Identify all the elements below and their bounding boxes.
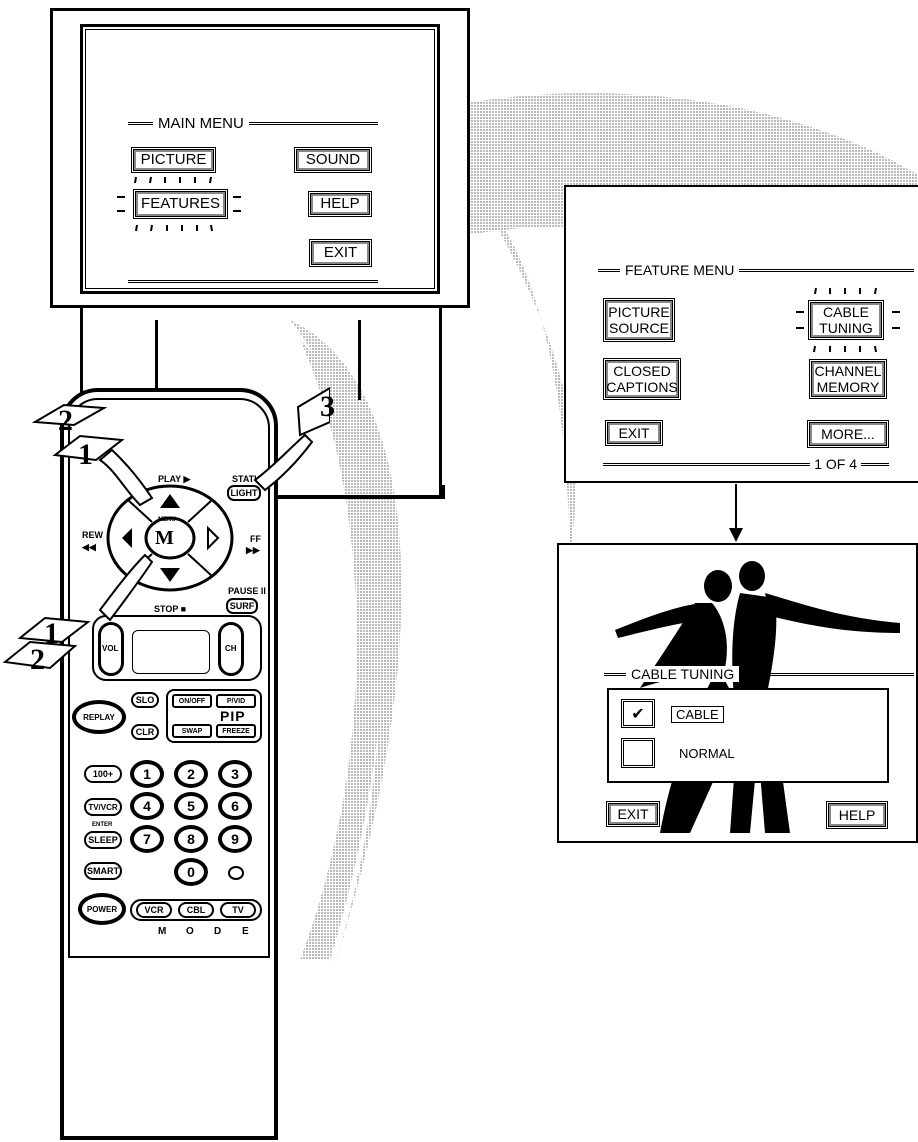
main-menu-bottom-rule [128,280,378,283]
digit-6-button[interactable]: 6 [218,792,252,820]
menu-small-label: MENU [158,517,176,523]
step-2-bottom: 2 [30,643,45,676]
pause-label: PAUSE ll [228,586,266,596]
pvid-button[interactable]: P/VID [216,694,256,708]
swap-button[interactable]: SWAP [172,724,212,738]
status-label: STATUS [232,474,267,484]
light-button[interactable]: LIGHT [227,485,261,501]
pip-label: PIP [220,708,246,724]
cable-checkbox[interactable]: ✔ [621,699,655,728]
step-1-top: 1 [78,438,93,471]
digit-0-button[interactable]: 0 [174,858,208,886]
mode-letter-d: D [214,926,222,937]
digit-3-button[interactable]: 3 [218,760,252,788]
normal-option-label: NORMAL [679,746,735,761]
slo-button[interactable]: SLO [131,692,159,708]
remote-inner-panel [68,398,270,958]
mode-button-group [130,899,262,921]
step-1-bottom: 1 [44,617,59,650]
surf-button[interactable]: SURF [226,598,258,614]
ff-arrows: ▶▶ [246,545,260,555]
hundred-plus-button[interactable]: 100+ [84,765,122,783]
digit-7-button[interactable]: 7 [130,825,164,853]
arrow-down-icon [729,484,743,542]
vcr-mode-button[interactable]: VCR [136,902,172,918]
digit-2-button[interactable]: 2 [174,760,208,788]
small-round-button[interactable] [228,866,244,880]
feature-exit-button[interactable]: EXIT [605,420,663,446]
digit-4-button[interactable]: 4 [130,792,164,820]
rew-arrows: ◀◀ [82,542,96,552]
cbl-mode-button[interactable]: CBL [178,902,214,918]
tv-stand-pillar-left [155,320,361,400]
cable-option-label: CABLE [671,706,724,723]
sleep-button[interactable]: SLEEP [84,831,122,849]
step-3: 3 [320,390,335,423]
ff-label: FF [250,534,261,544]
exit-button[interactable]: EXIT [309,239,372,267]
mode-letter-o: O [186,926,194,937]
cable-tuning-button[interactable]: CABLE TUNING [808,300,884,340]
mode-letter-m: M [158,926,167,937]
mode-letter-e: E [242,926,249,937]
picture-button[interactable]: PICTURE [131,147,216,173]
main-menu-title: MAIN MENU [128,115,378,132]
digit-1-button[interactable]: 1 [130,760,164,788]
vol-ch-display [132,630,210,674]
vol-ch-panel [92,615,262,681]
power-button[interactable]: POWER [78,893,126,925]
tv-mode-button[interactable]: TV [220,902,256,918]
cable-tuning-highlight-rays-icon [796,287,900,353]
cable-tuning-title: CABLE TUNING [604,666,914,682]
normal-checkbox[interactable] [621,738,655,768]
stop-label: STOP ■ [154,604,187,614]
vol-rocker[interactable] [98,622,124,676]
digit-8-button[interactable]: 8 [174,825,208,853]
page-indicator-text: 1 OF 4 [814,456,857,472]
feature-menu-title: FEATURE MENU [598,262,914,278]
digit-5-button[interactable]: 5 [174,792,208,820]
smart-button[interactable]: SMART [84,862,122,880]
cable-help-button[interactable]: HELP [826,801,888,829]
more-button[interactable]: MORE... [807,420,889,448]
main-menu-title-text: MAIN MENU [158,115,244,132]
help-button[interactable]: HELP [308,191,372,217]
features-button[interactable]: FEATURES [133,189,228,219]
pip-panel [166,689,262,743]
ch-rocker[interactable] [218,622,244,676]
channel-memory-button[interactable]: CHANNEL MEMORY [809,359,887,399]
cable-exit-button[interactable]: EXIT [606,801,660,827]
digit-9-button[interactable]: 9 [218,825,252,853]
closed-captions-button[interactable]: CLOSED CAPTIONS [603,358,681,400]
features-highlight-rays-icon [117,176,241,232]
menu-m-button[interactable]: M [155,527,174,549]
step-2-top: 2 [58,404,73,437]
replay-button[interactable]: REPLAY [72,700,126,734]
enter-label: ENTER [92,822,113,828]
cable-tuning-title-text: CABLE TUNING [626,666,740,682]
picture-source-button[interactable]: PICTURE SOURCE [603,298,675,342]
step-indicators [2,386,330,670]
play-label: PLAY ▶ [158,474,191,484]
sound-button[interactable]: SOUND [294,147,372,173]
clr-button[interactable]: CLR [131,724,159,740]
onoff-button[interactable]: ON/OFF [172,694,212,708]
freeze-button[interactable]: FREEZE [216,724,256,738]
rew-label: REW [82,530,103,540]
vol-label: VOL [102,644,119,653]
feature-menu-title-text: FEATURE MENU [625,262,735,278]
ch-label: CH [225,644,237,653]
checkmark-icon: ✔ [631,705,645,723]
tvvcr-button[interactable]: TV/VCR [84,798,122,816]
page-indicator: 1 OF 4 [603,456,889,472]
